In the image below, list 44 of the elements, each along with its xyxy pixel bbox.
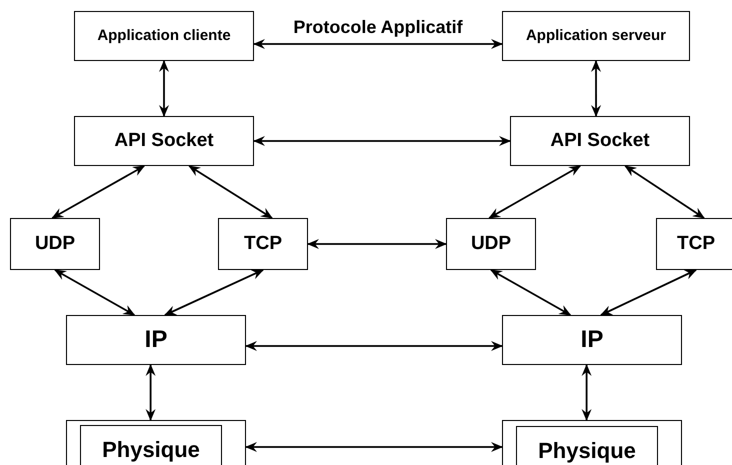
layer-label: Application serveur	[526, 26, 666, 46]
layer-frame	[502, 420, 682, 465]
layer-label: TCP	[677, 232, 715, 256]
layer-box	[502, 315, 682, 365]
layer-label: UDP	[34, 232, 76, 256]
double-arrow	[488, 165, 582, 219]
double-arrow	[164, 269, 264, 316]
layer-box	[516, 426, 658, 465]
double-arrow	[307, 239, 447, 249]
double-arrow	[245, 442, 503, 452]
layer-label: API Socket	[550, 129, 650, 153]
double-arrow	[146, 364, 156, 421]
double-arrow	[54, 269, 136, 316]
layer-box	[74, 116, 254, 166]
layer-box	[502, 11, 690, 61]
layer-label: IP	[144, 325, 168, 355]
layer-box	[10, 218, 100, 270]
double-arrow	[253, 136, 511, 146]
layer-label: Physique	[102, 436, 200, 464]
double-arrow	[253, 39, 503, 49]
double-arrow	[188, 165, 273, 219]
layer-label: UDP	[470, 232, 512, 256]
double-arrow	[245, 341, 503, 351]
double-arrow	[51, 165, 146, 219]
layer-box	[510, 116, 690, 166]
layer-box	[218, 218, 308, 270]
layer-box	[80, 425, 222, 465]
double-arrow	[582, 364, 592, 421]
layer-label: TCP	[244, 232, 282, 256]
layer-label: Physique	[538, 437, 636, 465]
double-arrow	[591, 60, 602, 117]
layer-box	[656, 218, 732, 270]
double-arrow	[490, 269, 572, 316]
layer-box	[66, 315, 246, 365]
layer-box	[446, 218, 536, 270]
double-arrow	[159, 60, 169, 117]
layer-frame	[66, 420, 246, 465]
layer-box	[74, 11, 254, 61]
double-arrow	[600, 269, 697, 316]
edge-label: Protocole Applicatif	[293, 18, 463, 36]
layer-label: API Socket	[114, 129, 214, 153]
layer-label: IP	[580, 325, 604, 355]
layer-label: Application cliente	[97, 26, 231, 46]
double-arrow	[624, 165, 705, 219]
